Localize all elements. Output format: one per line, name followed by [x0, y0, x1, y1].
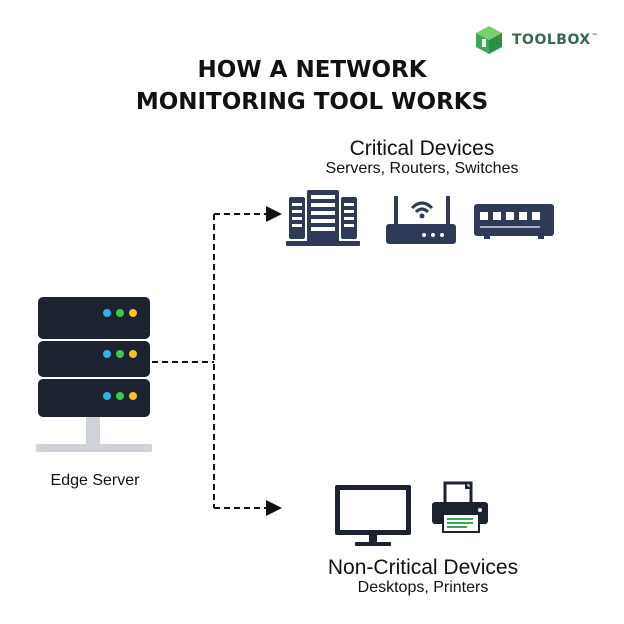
title-line-1: HOW A NETWORK: [197, 57, 427, 83]
connector-lines: [152, 206, 282, 516]
printer-icon: [432, 481, 488, 533]
brand-name: TOOLBOX™: [512, 32, 599, 48]
non-critical-devices-heading: Non-Critical Devices: [327, 556, 519, 579]
toolbox-cube-icon: [476, 26, 502, 54]
critical-devices-heading: Critical Devices: [349, 137, 495, 160]
page-title: HOW A NETWORK MONITORING TOOL WORKS: [0, 54, 624, 118]
brand-logo: TOOLBOX™: [474, 24, 604, 56]
non-critical-devices-subheading: Desktops, Printers: [357, 579, 489, 596]
wifi-router-icon: [386, 196, 456, 244]
critical-devices-subheading: Servers, Routers, Switches: [325, 160, 519, 177]
desktop-monitor-icon: [335, 485, 411, 546]
edge-server-label: Edge Server: [50, 472, 140, 489]
network-switch-icon: [474, 204, 554, 239]
edge-server-icon: [36, 297, 152, 452]
title-line-2: MONITORING TOOL WORKS: [135, 89, 489, 115]
server-rack-icon: [286, 190, 360, 246]
